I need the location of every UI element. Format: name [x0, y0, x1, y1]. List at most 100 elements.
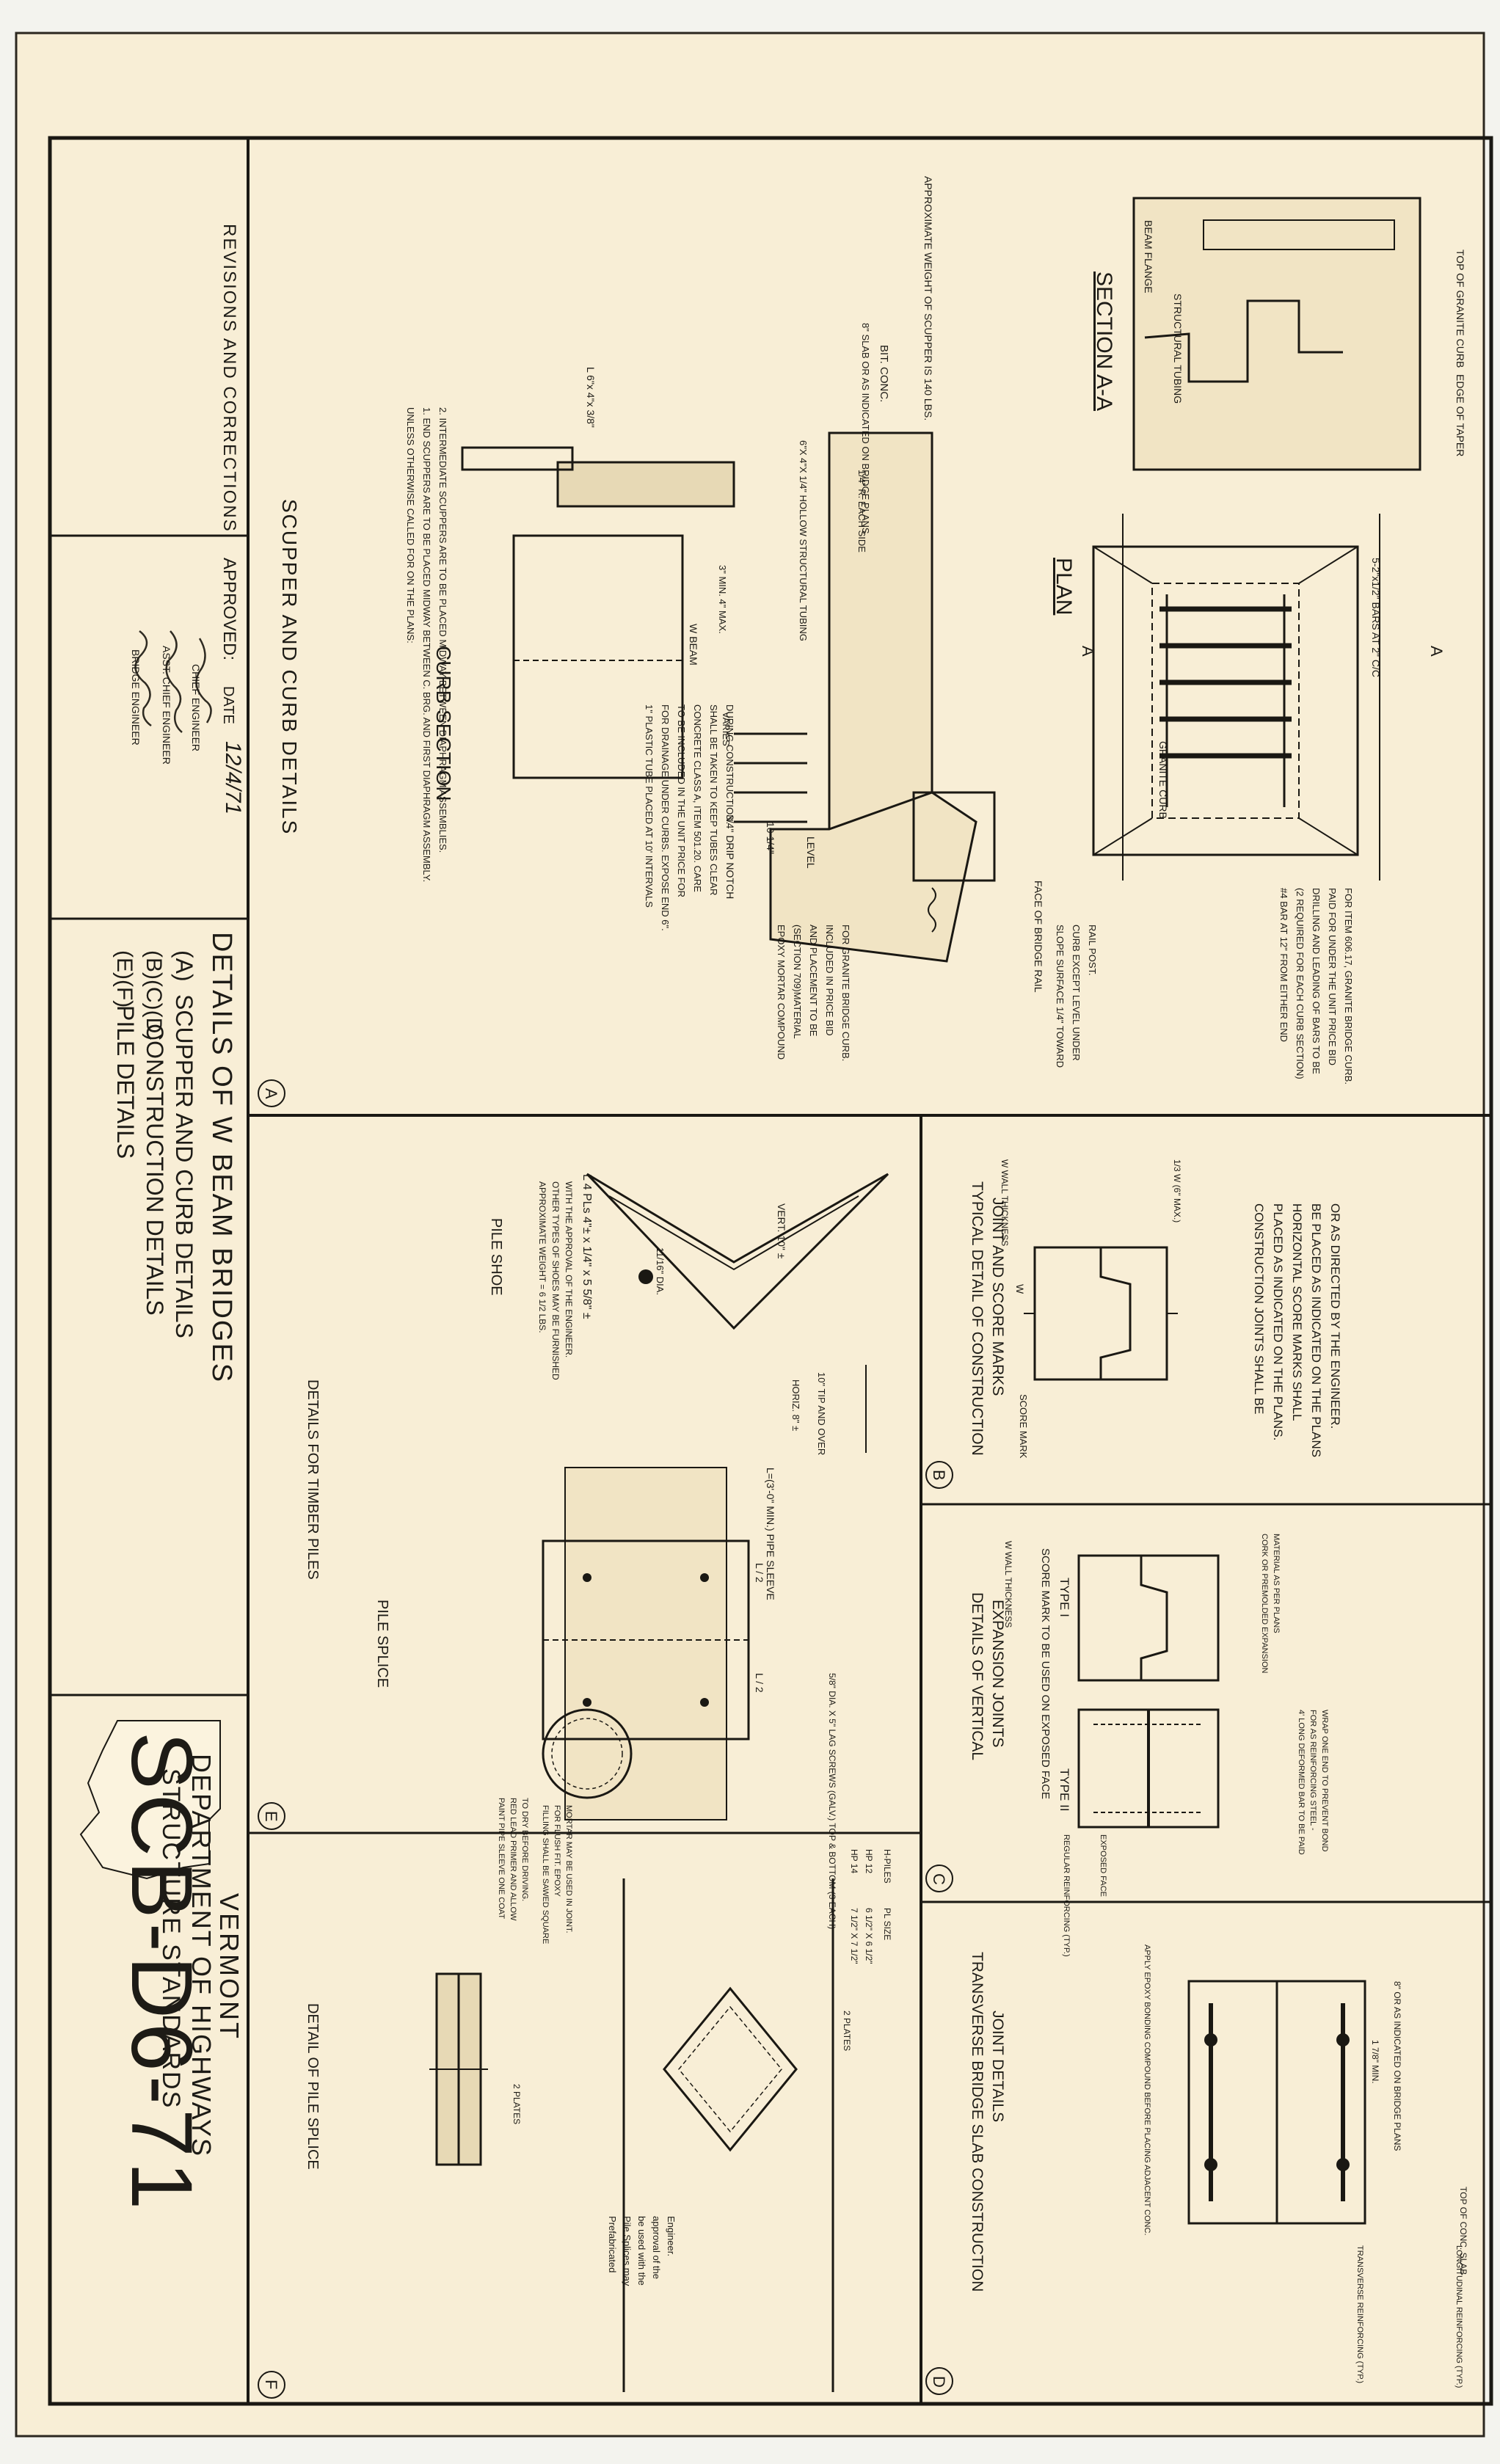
agency-line3: STRUCTURE STANDARDS: [157, 1768, 185, 2109]
type-2-label: TYPE II: [1057, 1768, 1071, 1812]
size14-label: 7 1/2" X 7 1/2": [849, 1908, 859, 1964]
curb-section-title: CURB SECTION: [432, 646, 455, 801]
type-1-label: TYPE I: [1057, 1578, 1071, 1617]
longitudinal-label: LONGITUDINAL REINFORCING (TYP.): [1455, 2245, 1463, 2388]
half-label-2: L / 2: [754, 1673, 765, 1693]
pile-shoe-label: PILE SHOE: [488, 1218, 504, 1296]
score-note-c: SCORE MARK TO BE USED ON EXPOSED FACE: [1039, 1548, 1052, 1799]
w-beam-label: W BEAM: [688, 624, 699, 666]
drawing-number: SCB-D6-71: [113, 1732, 210, 2214]
pile-shoe-drawing: [586, 1173, 889, 1330]
panel-f-title: DETAIL OF PILE SPLICE: [305, 2003, 321, 2170]
panel-c-mark: C: [930, 1873, 948, 1885]
tip-label: 10" TIP AND OVER: [816, 1372, 827, 1455]
contents-text-bcd: CONSTRUCTION DETAILS: [142, 1024, 168, 1316]
vermont-outline-icon: [79, 1720, 221, 1880]
panel-f: 2 PLATES 2 PLATES H-PILES HP 12 HP 14 PL…: [258, 1849, 892, 2399]
panel-e-title: DETAILS FOR TIMBER PILES: [305, 1379, 321, 1580]
wall-thickness-c: W WALL THICKNESS: [1003, 1541, 1013, 1628]
half-label-1: L / 2: [754, 1563, 765, 1583]
plan-outline: [1092, 545, 1359, 856]
pile-splice-label: PILE SPLICE: [374, 1600, 390, 1688]
drip-notch-label: 3/4" DRIP NOTCH: [724, 814, 736, 899]
panel-d-mark-circle: [925, 2367, 953, 2395]
vert-label: VERT. 10" ±: [776, 1203, 787, 1259]
panel-f-mark-circle: [258, 2371, 285, 2399]
third-w-label-b: 1/3 W (6" MAX.): [1172, 1159, 1182, 1222]
title-block: REVISIONS AND CORRECTIONS APPROVED: DATE…: [79, 224, 245, 2214]
panel-b-mark-circle: [925, 1461, 953, 1489]
size12-label: 6 1/2" X 6 1/2": [864, 1908, 874, 1964]
dia-label: 11/16" DIA.: [655, 1247, 666, 1295]
regular-reinf-label: REGULAR REINFORCING (TYP.): [1062, 1834, 1071, 1957]
granite-curb-label: GRANITE CURB: [1157, 741, 1169, 819]
slope-note: SLOPE SURFACE 1/4" TOWARD CURB EXCEPT LE…: [1055, 925, 1098, 1071]
edge-of-taper-label: EDGE OF TAPER: [1455, 374, 1466, 456]
panel-d: 8" OR AS INDICATED ON BRIDGE PLANS 1 7/8…: [925, 1944, 1468, 2395]
deformed-bar-note: 4' LONG DEFORMED BAR TO BE PAID FOR AS R…: [1297, 1710, 1329, 1857]
signature-bridge: [134, 630, 152, 727]
section-mark-bottom: A: [1079, 646, 1097, 657]
hp12-label: HP 12: [864, 1849, 874, 1873]
asst-chief-label: ASST. CHIEF ENGINEER: [161, 646, 172, 765]
exposed-face-label: EXPOSED FACE: [1099, 1834, 1107, 1897]
filling-note: FILLING SHALL BE SAWED SQUARE FOR FLUSH …: [541, 1805, 573, 1946]
panel-c: TYPE I TYPE II SCORE MARK TO BE USED ON …: [925, 1534, 1329, 1957]
structural-tubing-label: STRUCTURAL TUBING: [1172, 294, 1184, 404]
level-label: LEVEL: [805, 836, 817, 869]
panel-d-title: TRANSVERSE BRIDGE SLAB CONSTRUCTION JOIN…: [969, 1952, 1006, 2296]
prefab-note: Prefabricated Pile Splices may be used w…: [607, 2216, 677, 2289]
panel-d-mark: D: [930, 2376, 948, 2388]
weight-note: APPROXIMATE WEIGHT OF SCUPPER IS 140 LBS…: [922, 176, 934, 420]
contents-text-ef: PILE DETAILS: [112, 1005, 139, 1159]
min-label-d: 1 7/8" MIN.: [1370, 2040, 1380, 2084]
wall-w-label-b: W: [1014, 1284, 1026, 1294]
tube-label: 6"X 4"X 1/4" HOLLOW STRUCTURAL TUBING: [798, 440, 809, 641]
sleeve-label: L=(3'-0" MIN.) PIPE SLEEVE: [765, 1468, 776, 1600]
panel-f-mark: F: [262, 2380, 280, 2389]
agency-line1: VERMONT: [214, 1893, 244, 2041]
lag-screw-label: 5/8" DIA. X 5" LAG SCREWS (GALV.) TOP & …: [827, 1673, 837, 1929]
deck-slab: [828, 431, 933, 831]
panel-a-title: SCUPPER AND CURB DETAILS: [278, 499, 301, 835]
panel-e: VERT. 10" ± 10" TIP AND OVER HORIZ. 8" ±…: [258, 1173, 889, 1946]
panel-a-mark: A: [262, 1088, 280, 1099]
agency-line2: DEPARTMENT OF HIGHWAYS: [186, 1754, 216, 2157]
transverse-label: TRANSVERSE REINFORCING (TYP.): [1355, 2245, 1364, 2383]
varies-label: VARIES: [721, 712, 732, 746]
score-mark-label-b: SCORE MARK: [1018, 1394, 1029, 1459]
plastic-tube-note: 1" PLASTIC TUBE PLACED AT 10' INTERVALS …: [644, 704, 735, 933]
pipe-paint-note: PAINT PIPE SLEEVE ONE COAT RED LEAD PRIM…: [497, 1798, 529, 1923]
contents-text-a: SCUPPER AND CURB DETAILS: [171, 994, 197, 1338]
shoe-weight-note: APPROXIMATE WEIGHT = 6 1/2 LBS. OTHER TY…: [537, 1181, 574, 1382]
face-bridge-rail-label: FACE OF BRIDGE RAIL: [1033, 881, 1044, 993]
scupper-tube: [556, 461, 735, 508]
panel-b: SCORE MARK 1/3 W (6" MAX.) W W WALL THIC…: [925, 1159, 1342, 1489]
hp14-label: HP 14: [849, 1849, 859, 1873]
splice-plate-diamond: [663, 1986, 798, 2152]
epoxy-label-d: APPLY EPOXY BONDING COMPOUND BEFORE PLAC…: [1143, 1944, 1151, 2236]
rail-post: [912, 791, 996, 882]
panel-e-mark: E: [262, 1811, 280, 1822]
panel-a: GRANITE CURB 5-2"x1/2" BARS AT 2" C/C A …: [258, 176, 1466, 1107]
angle-label: L 6"x 4"x 3/8": [585, 367, 597, 428]
scupper-notes: UNLESS OTHERWISE CALLED FOR ON THE PLANS…: [405, 407, 448, 885]
bars-label: 5-2"x1/2" BARS AT 2" C/C: [1370, 558, 1382, 677]
signature-chief: [195, 638, 212, 723]
contents-mark-ef: (E)(F): [112, 950, 136, 1007]
panel-b-title: TYPICAL DETAIL OF CONSTRUCTION JOINT AND…: [969, 1181, 1006, 1460]
wall-thickness-b: W WALL THICKNESS: [1000, 1159, 1010, 1246]
revisions-label: REVISIONS AND CORRECTIONS: [219, 224, 239, 533]
slab-depth-label: 8" OR AS INDICATED ON BRIDGE PLANS: [1392, 1981, 1402, 2151]
chief-engineer-label: CHIEF ENGINEER: [190, 664, 202, 751]
section-aa-title: SECTION A-A: [1092, 271, 1116, 411]
w-beam: [512, 534, 684, 779]
timber-pile-a: [564, 1467, 727, 1820]
pl-size-label: PL SIZE: [882, 1908, 892, 1940]
plates-label: L 4 PLs 4"± x 1/4" x 5 5/8" ±: [580, 1174, 593, 1319]
top-slab-label: TOP OF CONC. SLAB: [1458, 2187, 1468, 2275]
dim-10-label: 10 1/4": [765, 822, 776, 854]
plan-title: PLAN: [1052, 558, 1076, 615]
two-plates-label-1: 2 PLATES: [842, 2011, 852, 2051]
